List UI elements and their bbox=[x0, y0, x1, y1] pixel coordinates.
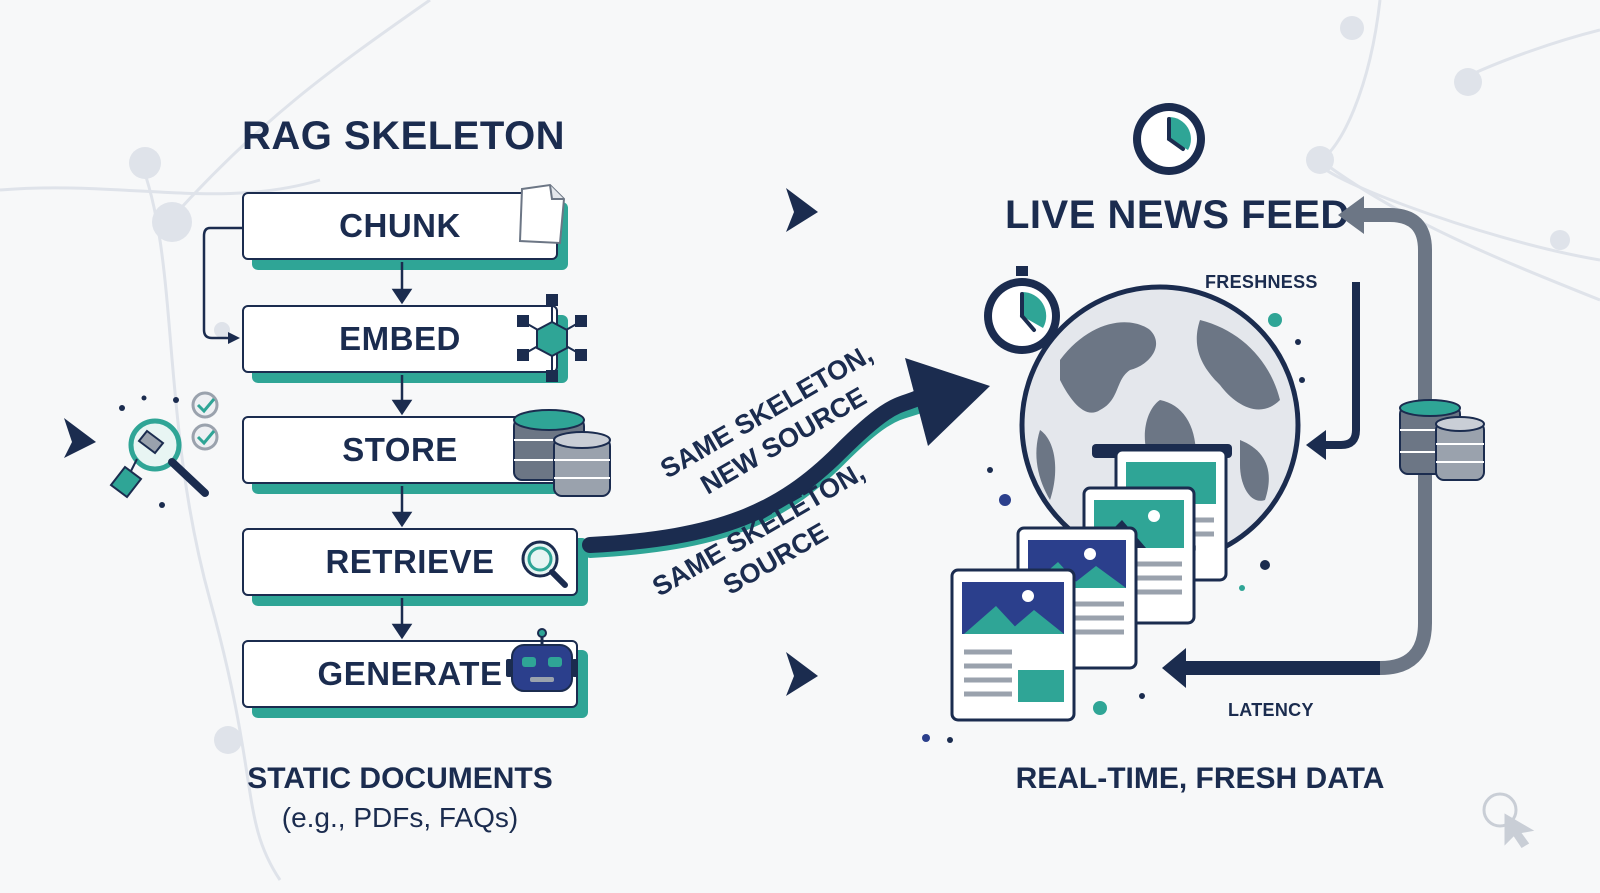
rag-skeleton-title: RAG SKELETON bbox=[242, 114, 566, 158]
real-time-data-caption: REAL-TIME, FRESH DATA bbox=[1015, 762, 1385, 795]
static-documents-caption: STATIC DOCUMENTS (e.g., PDFs, FAQs) bbox=[230, 762, 570, 834]
step-generate-label: GENERATE bbox=[242, 640, 578, 708]
step-embed-label: EMBED bbox=[242, 305, 558, 373]
live-news-feed-title: LIVE NEWS FEED bbox=[1005, 193, 1350, 237]
step-store: STORE bbox=[242, 416, 568, 494]
step-store-label: STORE bbox=[242, 416, 558, 484]
freshness-label: FRESHNESS bbox=[1205, 272, 1318, 292]
static-documents-text: STATIC DOCUMENTS bbox=[247, 762, 553, 795]
step-generate: GENERATE bbox=[242, 640, 588, 718]
step-chunk-label: CHUNK bbox=[242, 192, 558, 260]
step-retrieve: RETRIEVE bbox=[242, 528, 588, 606]
step-embed: EMBED bbox=[242, 305, 568, 383]
latency-label: LATENCY bbox=[1228, 700, 1314, 720]
step-chunk: CHUNK bbox=[242, 192, 568, 270]
static-documents-examples: (e.g., PDFs, FAQs) bbox=[281, 802, 519, 833]
step-retrieve-label: RETRIEVE bbox=[242, 528, 578, 596]
